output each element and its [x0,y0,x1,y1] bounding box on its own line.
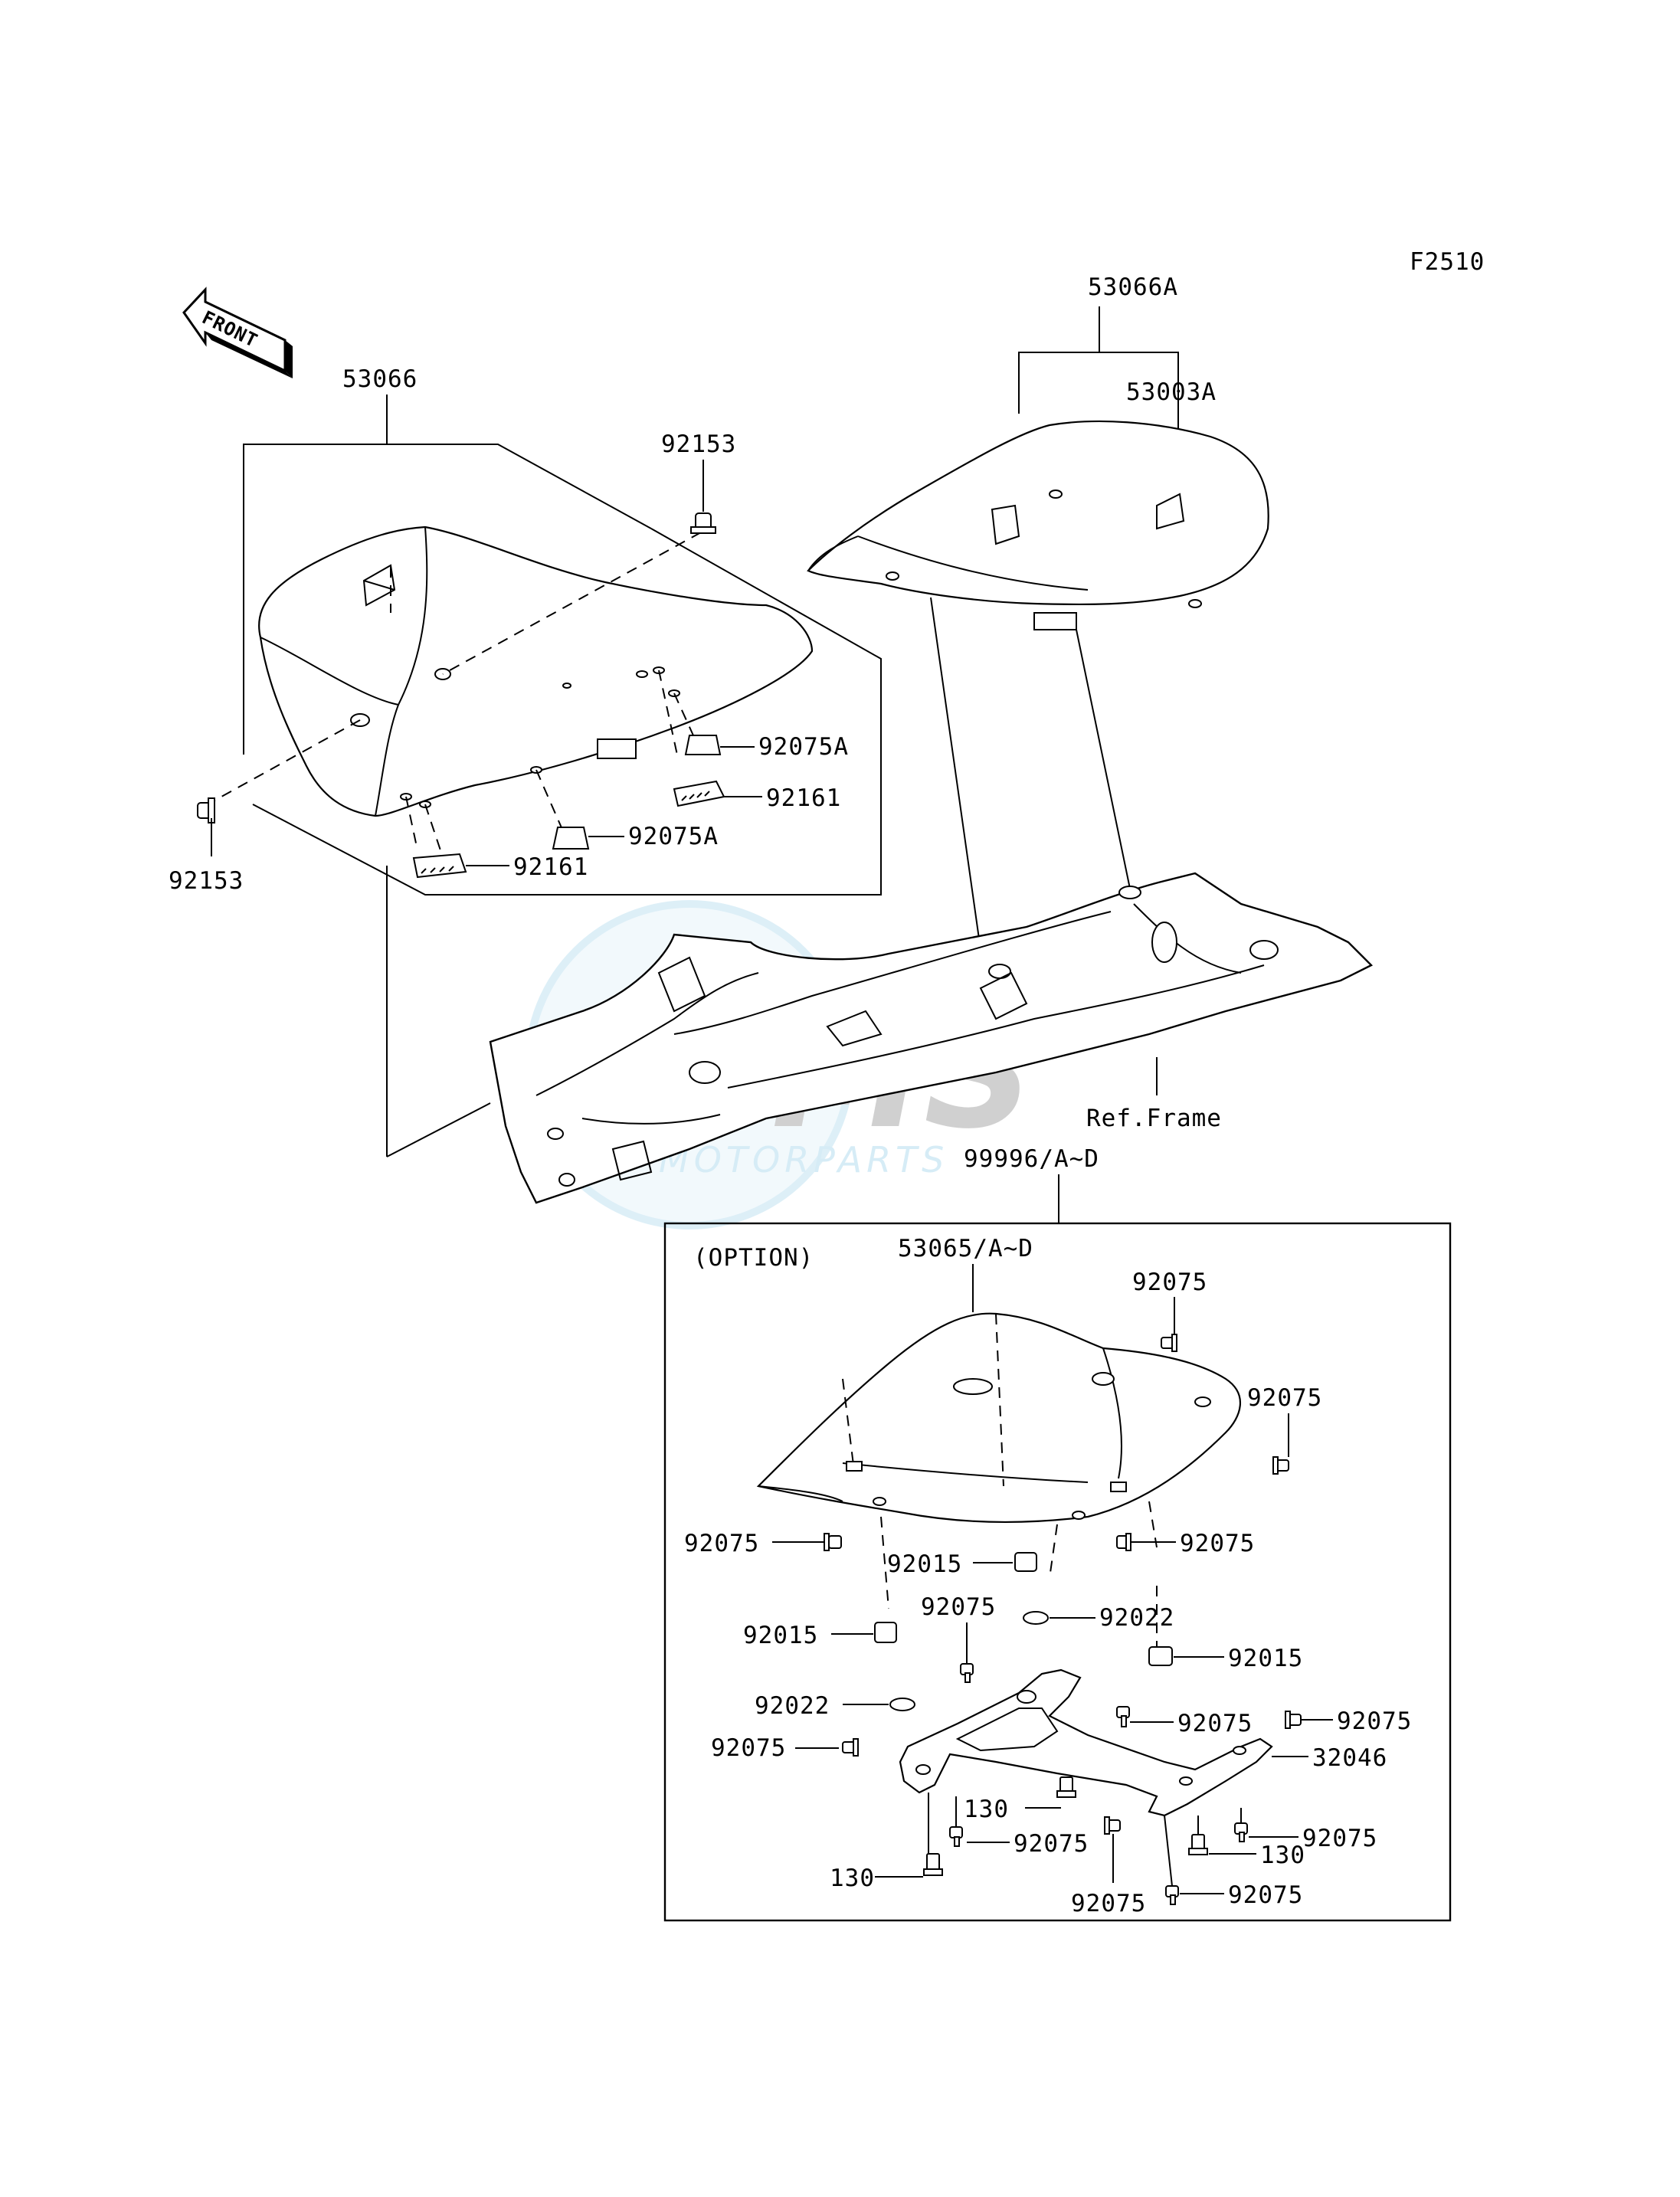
label-130-a: 130 [964,1796,1009,1823]
label-92075A-lower: 92075A [628,823,719,850]
label-92075-l: 92075 [1228,1881,1303,1909]
label-92075-b: 92075 [1247,1384,1322,1412]
bolt-92075-i [949,1826,963,1847]
bolt-130-c [1188,1834,1208,1855]
seat-tag-53003A [1156,493,1185,530]
clip-92161-upper [673,780,725,807]
nut-92015-a [1014,1552,1037,1572]
bolt-130-b [923,1853,943,1876]
option-frame [663,1222,1452,1922]
label-130-c: 130 [1260,1842,1305,1869]
option-box: 99996/A~D (OPTION) 53065/A~D 92075 [663,1145,1452,1922]
label-92075-f: 92075 [1177,1710,1253,1737]
label-ref-frame: Ref.Frame [1086,1105,1222,1132]
label-92075-h: 92075 [711,1734,786,1762]
label-92015-c: 92015 [1228,1645,1303,1672]
bolt-92075-b [1272,1456,1289,1475]
label-92075A-upper: 92075A [758,733,849,761]
bolt-130-a [1056,1776,1076,1798]
bracket-32046 [899,1668,1273,1817]
bolt-92075-f [1116,1706,1130,1727]
washer-92022-a [1023,1611,1049,1625]
label-92075-g: 92075 [1337,1708,1412,1735]
rider-seat-group: 53066 92153 [169,365,882,1157]
label-92153-left: 92153 [169,867,244,895]
label-53066A: 53066A [1088,273,1178,301]
seat-emblem [991,504,1020,545]
label-53065: 53065/A~D [898,1235,1033,1262]
watermark-tagline: MOTORPARTS [659,1139,948,1180]
bolt-92075-d [1116,1533,1131,1551]
label-92015-a: 92015 [887,1550,962,1578]
label-92161-upper: 92161 [766,784,841,812]
bolt-92075-k [1234,1822,1248,1842]
label-92075-d: 92075 [1180,1530,1255,1557]
label-92015-b: 92015 [743,1622,818,1649]
clip-92075A-upper [684,735,722,755]
bolt-92075-g [1285,1711,1302,1729]
nut-92015-b [874,1622,897,1643]
figure-code: F2510 [1410,248,1485,276]
label-92022-b: 92022 [755,1692,830,1720]
label-92022-a: 92022 [1099,1604,1174,1632]
bolt-92075-h [842,1738,859,1757]
label-92161-lower: 92161 [513,853,588,881]
bolt-92075-e [960,1663,974,1683]
label-53003A: 53003A [1126,378,1217,406]
label-32046: 32046 [1312,1744,1387,1772]
pillion-seat [807,420,1269,606]
label-92075-e: 92075 [921,1593,996,1621]
washer-92022-b [889,1698,915,1711]
clip-92161-lower [412,853,467,879]
label-92075-a: 92075 [1132,1269,1207,1296]
bolt-92075-c [824,1533,842,1551]
label-53066: 53066 [342,365,418,393]
bolt-92075-j [1104,1816,1121,1835]
front-arrow-icon: FRONT [182,286,293,378]
label-92153-top: 92153 [661,431,736,458]
option-label: (OPTION) [693,1244,814,1272]
bolt-92075-l [1165,1885,1179,1905]
label-92075-i: 92075 [1014,1830,1089,1858]
label-92075-c: 92075 [684,1530,759,1557]
clip-92075A-lower [552,827,590,850]
label-99996: 99996/A~D [964,1145,1099,1173]
pillion-seat-group: 53066A 53003A [807,273,1269,977]
rider-seat [258,526,814,817]
bolt-92075-a [1161,1334,1177,1352]
nut-92015-c [1148,1646,1173,1666]
label-92075-k: 92075 [1302,1825,1377,1852]
label-92075-j: 92075 [1071,1890,1146,1917]
frame: Ref.Frame [489,872,1374,1204]
label-130-b: 130 [830,1865,875,1892]
bolt-92153-top [690,512,716,534]
